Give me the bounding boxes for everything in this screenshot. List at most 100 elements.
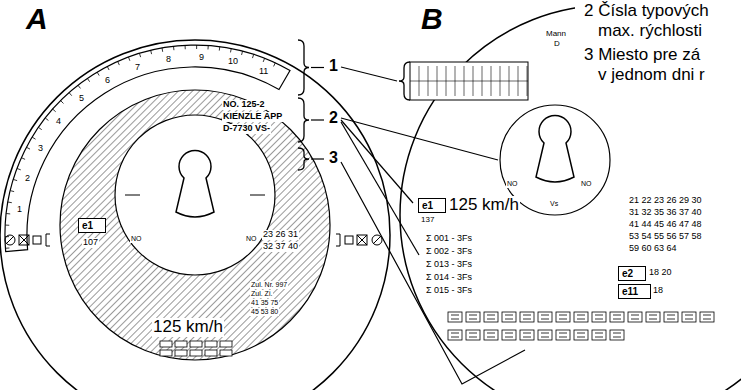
pictogram <box>484 330 498 340</box>
scale-tick <box>6 213 10 214</box>
pictogram <box>523 315 531 316</box>
scale-tick <box>8 202 12 204</box>
pictogram <box>577 337 585 338</box>
pictogram <box>574 312 588 322</box>
type-number: Σ 001 - 3Fs <box>425 234 473 244</box>
pictogram <box>541 333 549 334</box>
scale-tick <box>162 48 164 52</box>
approval-mark-box: e2 <box>618 266 646 281</box>
scale-number: 10 <box>227 57 239 67</box>
pictogram <box>610 312 624 322</box>
scale-tick <box>150 50 152 54</box>
pictogram <box>469 333 477 334</box>
disc-print: NO <box>245 235 258 243</box>
scale-tick <box>242 51 243 55</box>
speed-rating: 125 km/h <box>448 196 520 215</box>
pictogram <box>538 330 552 340</box>
mark-text: e2 <box>622 268 633 279</box>
pictogram <box>649 315 657 316</box>
scale-tick <box>45 118 48 120</box>
pictogram <box>685 315 693 316</box>
pictogram <box>451 319 459 320</box>
pictogram <box>541 319 549 320</box>
speed-rating: 125 km/h <box>152 318 224 337</box>
disc-print: 59 60 63 64 <box>628 244 678 254</box>
pictogram <box>487 333 495 334</box>
scale-tick <box>13 179 17 180</box>
scale-tick <box>5 247 9 248</box>
scale-tick <box>107 66 109 70</box>
scale-tick <box>173 46 174 50</box>
pictogram <box>703 319 711 320</box>
scale-number: 4 <box>55 117 62 127</box>
scale-tick <box>78 85 80 88</box>
scale-number: 3 <box>37 144 44 154</box>
pictogram <box>505 315 513 316</box>
callout-number: 2 <box>328 109 339 127</box>
disc-print: 45 53 80 <box>250 308 279 316</box>
pictogram <box>592 312 606 322</box>
pictogram <box>577 319 585 320</box>
pictogram <box>469 337 477 338</box>
disc-print: 137 <box>420 216 435 225</box>
approval-mark-box: e11 <box>618 284 651 299</box>
pictogram <box>484 312 498 322</box>
mark-text: e1 <box>422 200 433 211</box>
legend-note: v jednom dni r <box>597 66 706 85</box>
scale-tick <box>69 93 72 96</box>
disc-print: 53 54 55 56 57 58 <box>628 232 703 242</box>
pictogram <box>559 319 567 320</box>
scale-tick <box>5 225 9 226</box>
grid-line <box>410 81 528 82</box>
pictogram <box>448 330 462 340</box>
pictogram <box>487 315 495 316</box>
disc-print: NO. 125-2 <box>222 100 266 110</box>
scale-number: 2 <box>24 174 31 184</box>
pictogram <box>466 312 480 322</box>
pictogram <box>556 330 570 340</box>
disc-print: Vs <box>549 200 559 208</box>
disc-print: 41 44 45 46 47 48 <box>628 220 703 230</box>
pictogram <box>685 319 693 320</box>
pictogram <box>523 333 531 334</box>
type-number: Σ 002 - 3Fs <box>425 247 473 257</box>
scale-number: 9 <box>198 53 205 63</box>
disc-print: 107 <box>82 238 99 248</box>
disc-print: KIENZLE APP <box>222 112 283 122</box>
figure-letter: B <box>420 2 444 35</box>
pictogram <box>595 315 603 316</box>
pictogram <box>649 319 657 320</box>
scale-tick <box>196 45 197 49</box>
pictogram <box>466 330 480 340</box>
pictogram <box>577 333 585 334</box>
pictogram <box>523 337 531 338</box>
pictogram <box>613 315 621 316</box>
disc-print: NO <box>506 180 519 188</box>
type-number: Σ 013 - 3Fs <box>425 260 473 270</box>
pictogram <box>559 337 567 338</box>
scale-tick <box>10 190 14 192</box>
legend-note: 2 Čísla typových <box>583 2 710 21</box>
pictogram <box>592 330 606 340</box>
pictogram <box>613 333 621 334</box>
scale-tick <box>38 127 41 129</box>
pictogram <box>520 312 534 322</box>
pictogram <box>559 315 567 316</box>
scale-tick <box>17 168 21 169</box>
pictogram <box>646 312 660 322</box>
legend-note: max. rýchlosti <box>597 22 703 41</box>
disc-print: D-7730 VS- <box>222 124 271 134</box>
disc-print: 32 37 40 <box>262 242 299 252</box>
disc-print: NO <box>130 235 143 243</box>
disc-print: NO <box>580 180 593 188</box>
scale-tick <box>21 158 25 160</box>
pictogram <box>487 337 495 338</box>
scale-tick <box>61 101 64 104</box>
pictogram <box>523 319 531 320</box>
disc-print: Mann <box>545 30 567 39</box>
pictogram <box>667 315 675 316</box>
disc-print: 21 22 23 26 29 30 <box>628 196 703 206</box>
pictogram <box>595 333 603 334</box>
scale-tick <box>185 45 186 49</box>
scale-number: 1 <box>16 205 23 215</box>
